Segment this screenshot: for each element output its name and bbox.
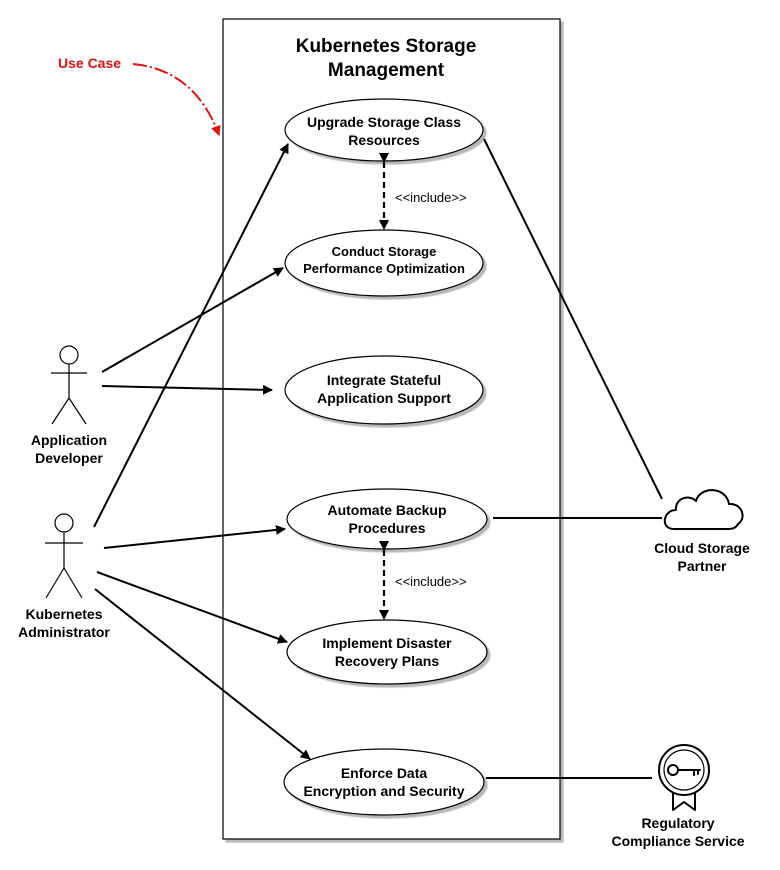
- include-label: <<include>>: [395, 190, 467, 205]
- actor-label: Regulatory: [641, 815, 714, 831]
- use-case-disaster[interactable]: Implement Disaster Recovery Plans: [286, 619, 488, 685]
- actor-label: Kubernetes: [25, 606, 102, 622]
- use-case-encryption[interactable]: Enforce Data Encryption and Security: [283, 748, 485, 816]
- cloud-icon[interactable]: [663, 489, 744, 530]
- use-case-label: Conduct Storage: [332, 244, 437, 259]
- use-case-label: Resources: [348, 132, 420, 148]
- actor-label: Cloud Storage: [654, 540, 750, 556]
- use-case-label: Automate Backup: [327, 502, 446, 518]
- use-case-label: Enforce Data: [341, 765, 428, 781]
- use-case-stateful[interactable]: Integrate Stateful Application Support: [284, 355, 484, 425]
- use-case-optimize[interactable]: Conduct Storage Performance Optimization: [284, 229, 484, 297]
- actor-kubernetes-administrator[interactable]: [45, 513, 83, 599]
- actor-label: Developer: [35, 450, 103, 466]
- edge-admin-disaster: [96, 571, 288, 644]
- actor-label: Partner: [677, 558, 727, 574]
- use-case-label: Integrate Stateful: [327, 372, 441, 388]
- use-case-label: Implement Disaster: [322, 635, 452, 651]
- use-case-label: Encryption and Security: [303, 783, 464, 799]
- edge-upgrade-cloud: [483, 138, 663, 500]
- use-case-annotation: Use Case: [58, 55, 121, 71]
- use-case-label: Recovery Plans: [335, 653, 439, 669]
- use-case-label: Procedures: [348, 520, 425, 536]
- actor-label: Compliance Service: [611, 833, 744, 849]
- use-case-label: Upgrade Storage Class: [307, 114, 461, 130]
- use-case-label: Performance Optimization: [303, 261, 465, 276]
- use-case-label: Application Support: [317, 390, 451, 406]
- edge-developer-stateful: [101, 384, 273, 395]
- key-badge-icon[interactable]: [658, 744, 710, 811]
- actor-label: Application: [31, 432, 107, 448]
- system-title-line2: Management: [328, 60, 445, 81]
- use-case-backup[interactable]: Automate Backup Procedures: [286, 488, 488, 550]
- annotation-arrow: [132, 63, 221, 136]
- actor-label: Administrator: [18, 624, 110, 640]
- edge-admin-encryption: [94, 588, 311, 760]
- use-case-upgrade[interactable]: Upgrade Storage Class Resources: [284, 98, 484, 162]
- edge-admin-backup: [103, 524, 286, 549]
- edge-developer-optimize: [101, 267, 284, 373]
- include-label: <<include>>: [395, 574, 467, 589]
- system-title-line1: Kubernetes Storage: [296, 36, 477, 57]
- edge-admin-upgrade: [93, 143, 289, 528]
- actor-application-developer[interactable]: [51, 345, 87, 425]
